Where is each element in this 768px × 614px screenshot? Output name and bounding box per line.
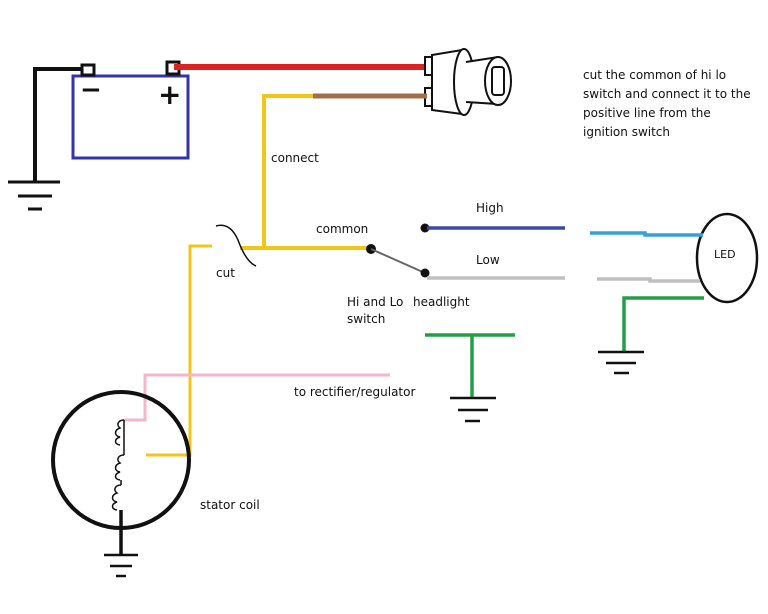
battery-negative-terminal: [80, 63, 96, 77]
stator-label: stator coil: [200, 498, 260, 512]
battery-ground-wire: [33, 67, 82, 182]
cut-label: cut: [216, 266, 235, 280]
high-label: High: [476, 201, 504, 215]
battery-positive-sign: +: [158, 78, 181, 111]
led-ground-symbol: [598, 350, 644, 375]
connect-wire: [262, 94, 313, 248]
headlight-ground-symbol: [450, 396, 496, 423]
switch-lever: [370, 248, 426, 274]
led-high-wire: [590, 231, 703, 237]
stator-coil-icon: [111, 419, 125, 511]
headlight-label: headlight: [413, 295, 470, 309]
stator-yellow-wire: [146, 244, 212, 457]
battery: − +: [71, 60, 190, 160]
cut-mark: [215, 224, 257, 267]
stator-ground-symbol: [104, 553, 138, 578]
led-low-wire: [597, 277, 700, 283]
battery-negative-sign: −: [80, 75, 102, 105]
led-headlight: [695, 212, 759, 304]
led-ground-wire: [622, 296, 704, 352]
ignition-switch-icon: [424, 48, 512, 116]
led-label: LED: [714, 248, 736, 261]
stator-circle: [51, 390, 191, 530]
battery-ground-symbol: [8, 180, 60, 211]
common-label: common: [316, 222, 369, 236]
connect-label: connect: [271, 151, 319, 165]
instruction-note: cut the common of hi lo switch and conne…: [583, 68, 751, 139]
switch-label: Hi and Lo switch: [347, 295, 404, 326]
battery-body: [71, 74, 190, 160]
switch-high-terminal: [420, 223, 430, 233]
low-label: Low: [476, 253, 500, 267]
rectifier-label: to rectifier/regulator: [294, 385, 416, 399]
switch-low-terminal: [420, 268, 430, 278]
